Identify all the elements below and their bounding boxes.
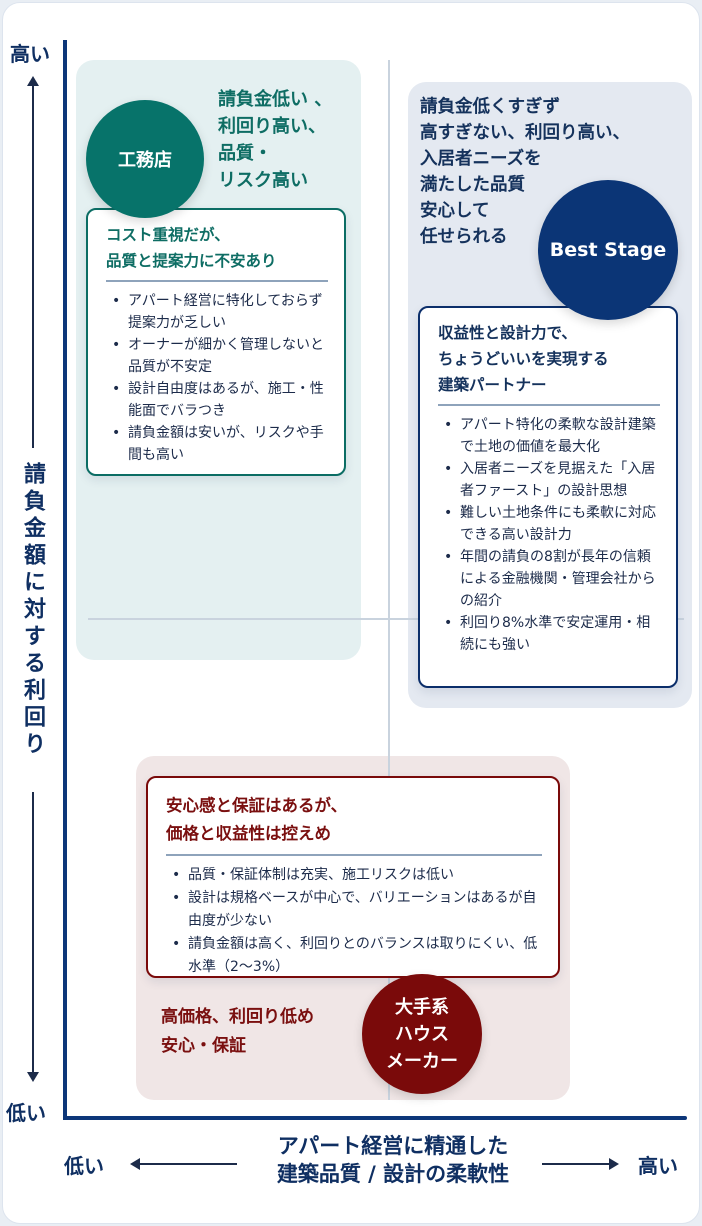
box-title-line: ちょうどいいを実現する: [438, 350, 609, 368]
y-axis-low-label: 低い: [6, 1101, 46, 1125]
name-line: 大手系: [395, 996, 449, 1018]
best-stage-bullet-list: アパート特化の柔軟な設計建築で土地の価値を最大化 入居者ニーズを見据えた「入居者…: [438, 414, 660, 656]
summary-line: リスク高い: [218, 170, 308, 191]
summary-line: 品質・: [218, 143, 272, 164]
summary-line: 請負金低くすぎず: [420, 97, 560, 117]
summary-line: 安心・保証: [161, 1036, 246, 1056]
best-stage-name: Best Stage: [549, 239, 667, 261]
horizontal-gridline: [88, 618, 684, 620]
koumuten-bullet-list: アパート経営に特化しておらず提案力が乏しい オーナーが細かく管理しないと品質が不…: [106, 290, 328, 466]
arrow-down-icon: [27, 792, 39, 1082]
summary-line: 高価格、利回り低め: [161, 1007, 314, 1027]
list-item: 請負金額は安いが、リスクや手間も高い: [106, 422, 328, 466]
arrow-right-icon: [542, 1158, 619, 1170]
best-stage-summary: 請負金低くすぎず 高すぎない、利回り高い、 入居者ニーズを 満たした品質 安心し…: [420, 94, 630, 250]
koumuten-circle-badge: 工務店: [86, 100, 204, 218]
box-title-line: 品質と提案力に不安あり: [106, 252, 277, 270]
vertical-gridline: [388, 60, 390, 1100]
house-maker-bullet-list: 品質・保証体制は充実、施工リスクは低い 設計は規格ベースが中心で、バリエーション…: [166, 864, 542, 979]
summary-line: 高すぎない、利回り高い、: [420, 123, 630, 143]
y-axis-line: [63, 40, 67, 1120]
list-item: 年間の請負の8割が長年の信頼による金融機関・管理会社からの紹介: [438, 546, 660, 612]
list-item: 利回り8%水準で安定運用・相続にも強い: [438, 612, 660, 656]
x-axis-low-label: 低い: [64, 1154, 104, 1178]
list-item: 請負金額は高く、利回りとのバランスは取りにくい、低水準（2〜3%）: [166, 933, 542, 979]
box-title-line: 収益性と設計力で、: [438, 324, 577, 342]
koumuten-summary: 請負金低い 、 利回り高い、 品質・ リスク高い: [218, 86, 332, 194]
best-stage-box-title: 収益性と設計力で、 ちょうどいいを実現する 建築パートナー: [438, 320, 660, 406]
name-line: メーカー: [386, 1050, 458, 1072]
x-axis-line: [63, 1116, 687, 1120]
box-title-line: 価格と収益性は控えめ: [166, 824, 331, 843]
list-item: アパート経営に特化しておらず提案力が乏しい: [106, 290, 328, 334]
house-maker-name: 大手系 ハウス メーカー: [386, 994, 458, 1075]
list-item: 難しい土地条件にも柔軟に対応できる高い設計力: [438, 502, 660, 546]
house-maker-detail-box: 安心感と保証はあるが、 価格と収益性は控えめ 品質・保証体制は充実、施工リスクは…: [146, 776, 560, 978]
arrow-up-icon: [27, 76, 39, 448]
summary-line: 満たした品質: [420, 175, 525, 195]
x-axis-title: アパート経営に精通した 建築品質 / 設計の柔軟性: [258, 1132, 528, 1188]
summary-line: 安心して: [420, 201, 490, 221]
koumuten-name: 工務店: [118, 150, 172, 171]
y-axis-high-label: 高い: [10, 42, 50, 66]
best-stage-circle-badge: Best Stage: [538, 180, 678, 320]
summary-line: 請負金低い 、: [218, 89, 333, 110]
x-axis-title-line1: アパート経営に精通した: [277, 1134, 509, 1158]
list-item: オーナーが細かく管理しないと品質が不安定: [106, 334, 328, 378]
x-axis-title-line2: 建築品質 / 設計の柔軟性: [276, 1162, 510, 1186]
summary-line: 利回り高い、: [218, 116, 326, 137]
box-title-line: 建築パートナー: [438, 376, 547, 394]
arrow-left-icon: [130, 1158, 237, 1170]
list-item: 設計自由度はあるが、施工・性能面でバラつき: [106, 378, 328, 422]
house-maker-box-title: 安心感と保証はあるが、 価格と収益性は控えめ: [166, 792, 542, 856]
list-item: 設計は規格ベースが中心で、バリエーションはあるが自由度が少ない: [166, 887, 542, 933]
box-title-line: 安心感と保証はあるが、: [166, 796, 348, 815]
summary-line: 任せられる: [420, 227, 508, 247]
box-title-line: コスト重視だが、: [106, 226, 230, 244]
best-stage-detail-box: 収益性と設計力で、 ちょうどいいを実現する 建築パートナー アパート特化の柔軟な…: [418, 306, 678, 688]
house-maker-summary: 高価格、利回り低め 安心・保証: [161, 1003, 314, 1061]
y-axis-title: 請負金額に対する利回り: [20, 462, 45, 759]
list-item: 品質・保証体制は充実、施工リスクは低い: [166, 864, 542, 887]
koumuten-box-title: コスト重視だが、 品質と提案力に不安あり: [106, 222, 328, 282]
koumuten-detail-box: コスト重視だが、 品質と提案力に不安あり アパート経営に特化しておらず提案力が乏…: [86, 208, 346, 476]
list-item: 入居者ニーズを見据えた「入居者ファースト」の設計思想: [438, 458, 660, 502]
list-item: アパート特化の柔軟な設計建築で土地の価値を最大化: [438, 414, 660, 458]
summary-line: 入居者ニーズを: [420, 149, 542, 169]
name-line: ハウス: [395, 1023, 449, 1045]
house-maker-circle-badge: 大手系 ハウス メーカー: [362, 974, 482, 1094]
x-axis-high-label: 高い: [638, 1154, 678, 1178]
